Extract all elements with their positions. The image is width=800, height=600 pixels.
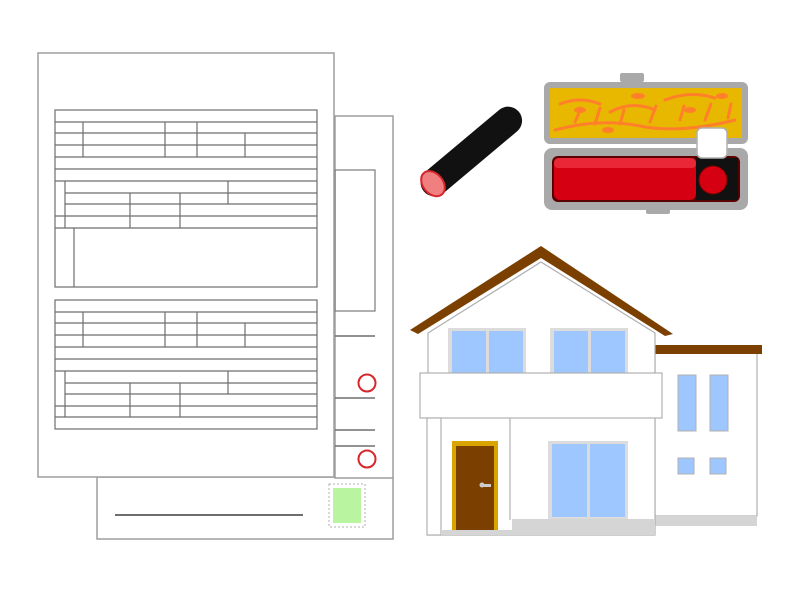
seal-case (544, 73, 748, 214)
stacked-documents (37, 52, 394, 540)
seal-mark-circle (357, 373, 377, 393)
seal-mark-circle (357, 449, 377, 469)
balcony (419, 372, 663, 419)
revenue-stamp (328, 483, 366, 528)
envelope-sheet (96, 476, 394, 540)
form-table-bottom (54, 299, 318, 430)
form-table-top (54, 109, 318, 288)
upper-window (550, 328, 628, 374)
front-door (452, 441, 498, 530)
ground-window (548, 441, 628, 519)
case-leaf-pattern (553, 93, 737, 132)
registration-form (37, 52, 335, 478)
house (410, 246, 762, 536)
seal-stamp (420, 106, 523, 198)
annex-roof (655, 345, 762, 354)
upper-window (448, 328, 526, 374)
middle-sheet (334, 115, 394, 479)
